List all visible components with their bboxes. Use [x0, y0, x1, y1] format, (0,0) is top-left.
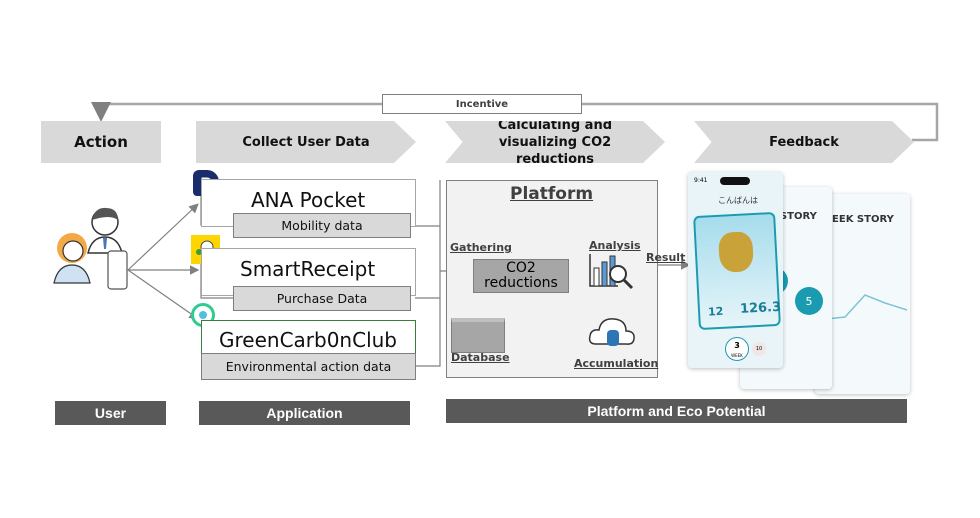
data-type-label: Environmental action data [201, 353, 416, 380]
stage-action: Action [41, 121, 161, 163]
analysis-chart-icon [589, 254, 634, 290]
arrow-user-to-ana [127, 203, 199, 271]
stage-calculating: Calculating and visualizing CO2 reductio… [445, 121, 665, 163]
incentive-label: Incentive [382, 94, 582, 114]
stage-feedback: Feedback [694, 121, 914, 163]
accumulation-label: Accumulation [574, 357, 659, 370]
app-name: GreenCarb0nClub [219, 328, 397, 352]
users-icon [53, 207, 128, 290]
incentive-loop-line-left [91, 102, 382, 122]
data-type-label: Purchase Data [233, 286, 411, 311]
story-title: WEEK STORY [821, 214, 894, 225]
cloud-database-icon [588, 318, 635, 346]
users-illustration [50, 205, 135, 295]
database-label: Database [451, 351, 510, 364]
app-name: ANA Pocket [251, 188, 366, 212]
app-name: SmartReceipt [240, 257, 376, 281]
duck-character-icon [717, 231, 755, 273]
data-type-label: Mobility data [233, 213, 411, 238]
category-bar-user: User [55, 401, 166, 425]
character-card: 12 126.3 [693, 211, 782, 331]
stat-bubble: 5 [795, 287, 823, 315]
result-label: Result [646, 251, 686, 264]
arrow-user-to-gcc [127, 269, 199, 320]
stage-collect-user-data: Collect User Data [196, 121, 416, 163]
platform-title: Platform [510, 184, 594, 204]
trend-line-chart [816, 294, 908, 321]
category-bar-platform: Platform and Eco Potential [446, 399, 907, 423]
week-selector-next[interactable]: 10 [752, 342, 766, 356]
co2-reductions-box: CO2 reductions [473, 259, 569, 293]
co2-value: 126.3 [739, 299, 782, 317]
main-phone: 9:41 こんばんは 12 126.3 3 WEEK 10 [688, 172, 783, 368]
incentive-loop-line [581, 102, 939, 142]
analysis-label: Analysis [589, 239, 641, 252]
category-bar-application: Application [199, 401, 410, 425]
database-icon [451, 318, 505, 353]
actions-count: 12 [707, 304, 724, 319]
gathering-label: Gathering [450, 241, 512, 254]
greeting: こんばんは [718, 196, 758, 205]
phone-notch [720, 177, 750, 185]
week-selector-current[interactable]: 3 WEEK [725, 337, 749, 361]
